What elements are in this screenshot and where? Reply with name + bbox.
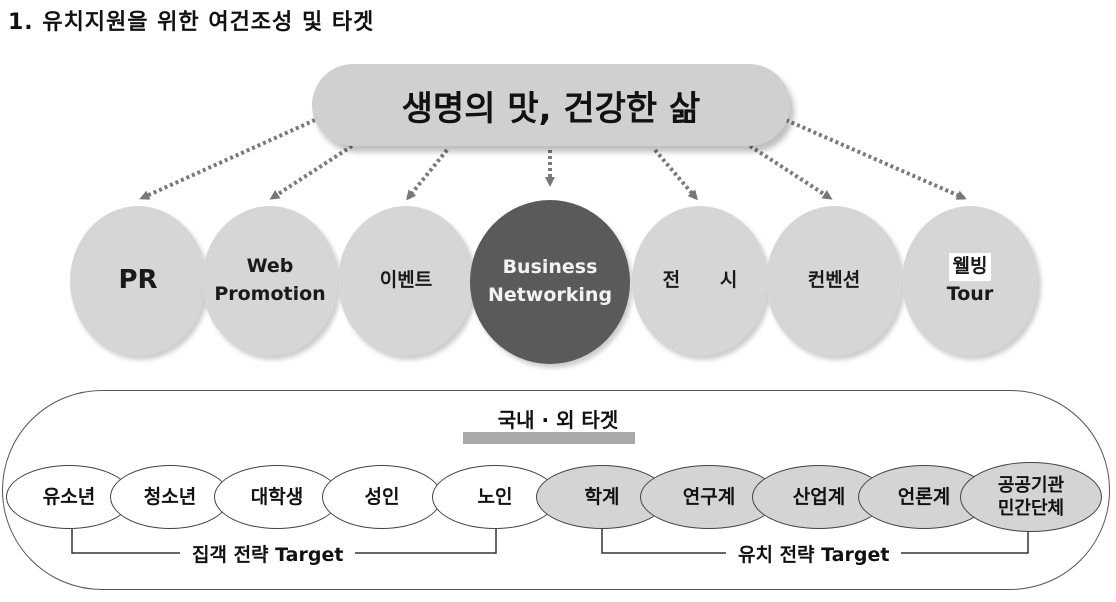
circle-convention-label: 컨벤션: [807, 269, 861, 292]
arrow-to-web-promotion: [269, 144, 354, 200]
circle-event: 이벤트: [338, 206, 474, 356]
circle-web-promotion-label: Web Promotion: [214, 255, 326, 305]
circle-tour-label: Tour: [946, 283, 994, 305]
circle-business-networking: Business Networking: [470, 200, 630, 364]
circle-pr: PR: [70, 206, 206, 356]
circle-convention: 컨벤션: [766, 206, 902, 356]
arrow-to-event: [406, 148, 449, 201]
circle-wellbing-tour: 웰빙 Tour: [902, 206, 1038, 356]
target-public-private: 공공기관 민간단체: [960, 462, 1102, 532]
circle-exhibition: 전 시: [632, 206, 768, 356]
central-theme-banner: 생명의 맛, 건강한 삶: [312, 64, 790, 146]
circle-wellbing-label: 웰빙: [948, 253, 992, 281]
arrow-to-exhibition: [653, 148, 698, 201]
circle-exhibition-label: 전 시: [662, 269, 738, 292]
page-title: 1. 유치지원을 위한 여건조성 및 타겟: [8, 10, 375, 35]
target-adult: 성인: [322, 465, 442, 529]
circle-web-promotion: Web Promotion: [202, 206, 338, 356]
arrow-to-pr: [139, 118, 316, 200]
target-university: 대학생: [214, 465, 340, 529]
target-teen: 청소년: [110, 465, 230, 529]
group-label-attraction: 집객 전략 Target: [180, 540, 356, 567]
arrow-to-wellbing-tour: [785, 118, 967, 200]
circle-pr-label: PR: [118, 265, 158, 296]
arrow-to-convention: [748, 144, 833, 200]
target-panel-title-bar: [463, 432, 635, 444]
circle-business-networking-label: Business Networking: [487, 256, 613, 306]
circle-event-label: 이벤트: [379, 269, 433, 292]
group-label-invitation: 유치 전략 Target: [726, 540, 902, 567]
target-panel-title: 국내 · 외 타겟: [497, 408, 619, 432]
